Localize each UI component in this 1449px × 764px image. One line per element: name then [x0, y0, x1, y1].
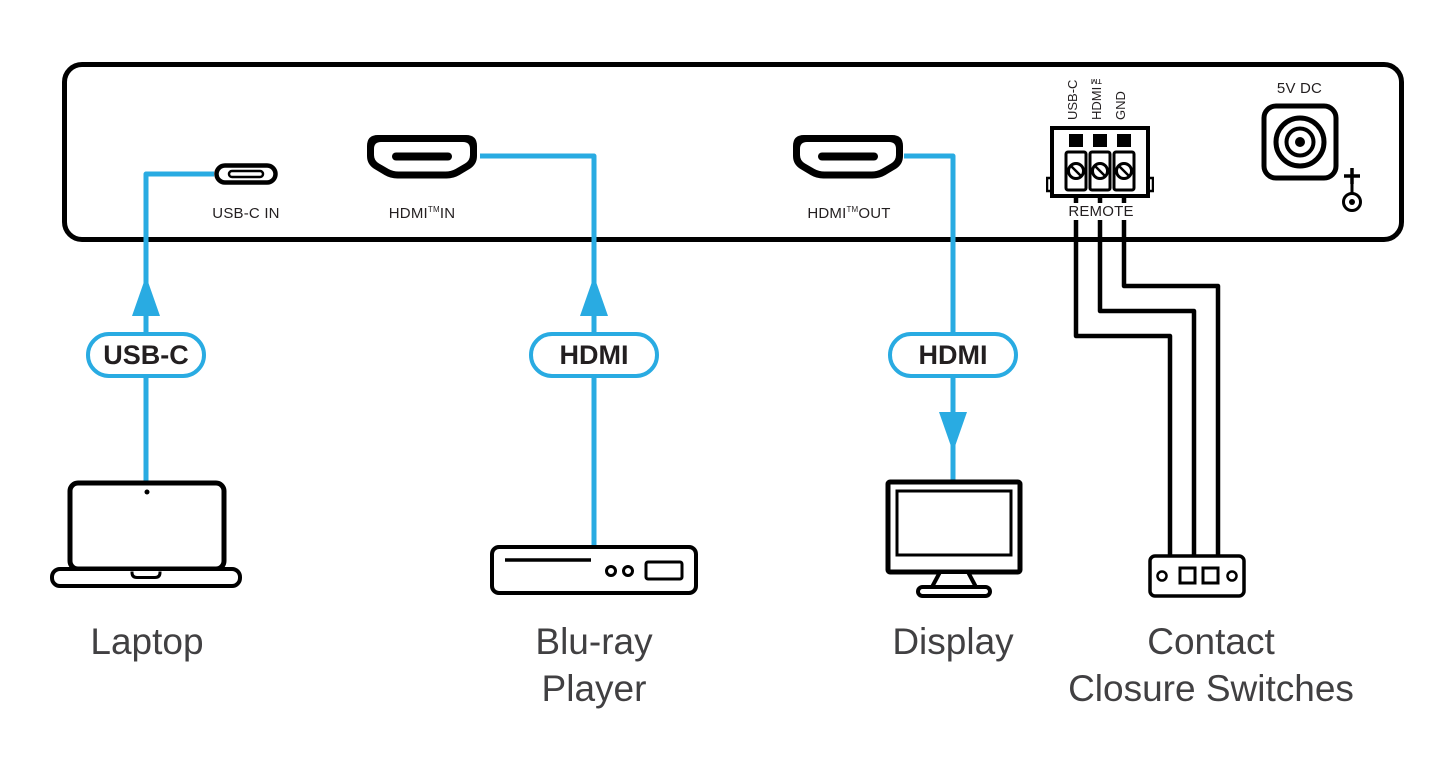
laptop-icon [50, 480, 242, 588]
usbc-badge: USB-C [86, 332, 206, 378]
contact-switches-label: Contact Closure Switches [1068, 621, 1354, 709]
remote-wire-hdmi [1097, 196, 1197, 562]
hdmi-out-label-text: HDMI [807, 205, 847, 222]
hdmi-in-label-suffix: IN [439, 205, 456, 222]
remote-pin-label-usbc: USB-C [1065, 79, 1080, 120]
hdmi-in-badge: HDMI [529, 332, 659, 378]
hdmi-port-icon [793, 135, 903, 179]
hdmi-out-label-tm: TM [846, 205, 859, 214]
remote-port-label: REMOTE [1062, 203, 1140, 220]
remote-pin-label-gnd: GND [1113, 91, 1128, 120]
terminal-block-icon [1046, 126, 1154, 198]
hdmi-in-port-label: HDMITMIN [362, 205, 482, 222]
arrow-down-icon [939, 412, 967, 452]
device-rear-panel [62, 62, 1404, 242]
display-label: Display [892, 621, 1014, 662]
remote-wire-usbc [1073, 196, 1173, 562]
terminal-cell [1064, 134, 1088, 192]
power-port-label: 5V DC [1276, 80, 1323, 97]
bluray-label: Blu-ray Player [535, 621, 653, 709]
contact-closure-box-icon [1148, 554, 1246, 598]
hdmi-out-label-suffix: OUT [858, 205, 891, 222]
monitor-icon [885, 479, 1023, 598]
bluray-player-icon [490, 545, 698, 595]
hdmi-in-label-text: HDMI [388, 205, 428, 222]
dc-power-jack-icon [1261, 103, 1362, 212]
hdmi-in-label-tm: TM [427, 205, 440, 214]
remote-pin-label-hdmi: HDMI™ [1089, 71, 1104, 120]
hdmi-port-icon [367, 135, 477, 179]
arrow-up-icon [580, 276, 608, 316]
laptop-label: Laptop [90, 621, 204, 662]
terminal-cell [1112, 134, 1136, 192]
arrow-up-icon [132, 276, 160, 316]
hdmi-out-badge: HDMI [888, 332, 1018, 378]
usbc-port-icon [214, 163, 278, 185]
terminal-cell [1088, 134, 1112, 192]
hdmi-out-port-label: HDMITMOUT [789, 205, 909, 222]
remote-wire-gnd [1121, 196, 1221, 562]
usbc-in-port-label: USB-C IN [212, 205, 280, 222]
center-positive-polarity-icon [1342, 168, 1362, 212]
